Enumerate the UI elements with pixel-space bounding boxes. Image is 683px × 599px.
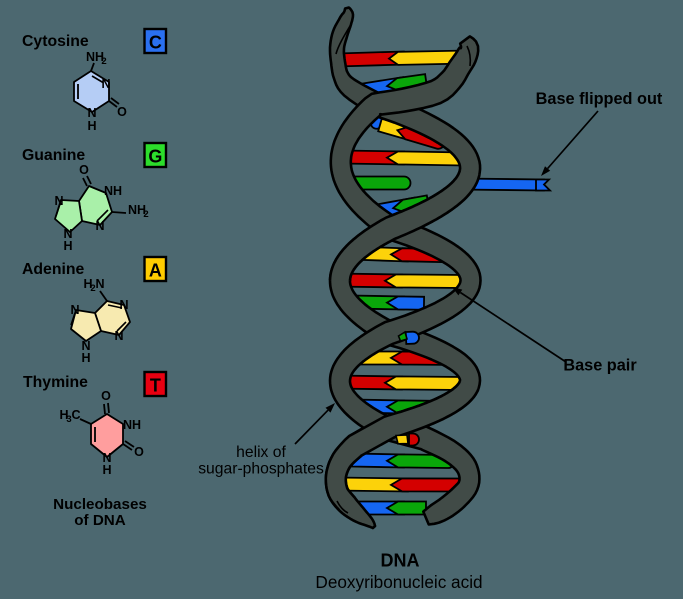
svg-text:O: O <box>117 105 127 119</box>
svg-text:N: N <box>101 77 110 91</box>
svg-text:2: 2 <box>90 283 95 294</box>
svg-text:Adenine: Adenine <box>22 261 85 278</box>
svg-text:N: N <box>63 227 72 241</box>
svg-text:NH: NH <box>123 418 141 432</box>
svg-text:H: H <box>63 239 72 253</box>
svg-text:DNA: DNA <box>381 551 420 571</box>
svg-text:H: H <box>83 277 92 291</box>
svg-text:NH: NH <box>128 203 146 217</box>
svg-text:Base pair: Base pair <box>563 357 637 375</box>
svg-text:N: N <box>95 219 104 233</box>
svg-text:C: C <box>149 33 162 53</box>
svg-text:O: O <box>79 163 89 177</box>
svg-text:Deoxyribonucleic acid: Deoxyribonucleic acid <box>315 572 482 592</box>
svg-text:T: T <box>150 376 161 396</box>
svg-text:NH: NH <box>104 184 122 198</box>
svg-text:C: C <box>71 408 80 422</box>
svg-text:N: N <box>119 298 128 312</box>
svg-text:A: A <box>149 261 162 281</box>
svg-text:N: N <box>87 106 96 120</box>
svg-text:Guanine: Guanine <box>22 147 85 164</box>
svg-text:O: O <box>134 445 144 459</box>
svg-text:H: H <box>102 463 111 477</box>
svg-text:Nucleobases: Nucleobases <box>53 496 147 513</box>
svg-text:Thymine: Thymine <box>23 374 88 391</box>
svg-text:H: H <box>81 351 90 365</box>
svg-text:Cytosine: Cytosine <box>22 33 89 50</box>
svg-text:of DNA: of DNA <box>74 512 125 529</box>
svg-text:O: O <box>101 389 111 403</box>
svg-text:H: H <box>87 119 96 133</box>
svg-text:N: N <box>102 451 111 465</box>
svg-text:N: N <box>114 329 123 343</box>
svg-text:G: G <box>148 147 162 167</box>
svg-text:Base flipped out: Base flipped out <box>536 90 663 108</box>
svg-text:N: N <box>81 339 90 353</box>
svg-text:sugar-phosphates: sugar-phosphates <box>198 461 324 478</box>
svg-text:H: H <box>59 408 68 422</box>
svg-text:NH: NH <box>86 50 104 64</box>
svg-text:N: N <box>70 303 79 317</box>
svg-text:N: N <box>54 194 63 208</box>
svg-text:2: 2 <box>101 56 106 67</box>
svg-text:3: 3 <box>66 414 71 425</box>
svg-text:helix of: helix of <box>236 444 286 461</box>
svg-text:N: N <box>95 277 104 291</box>
svg-text:2: 2 <box>143 209 148 220</box>
